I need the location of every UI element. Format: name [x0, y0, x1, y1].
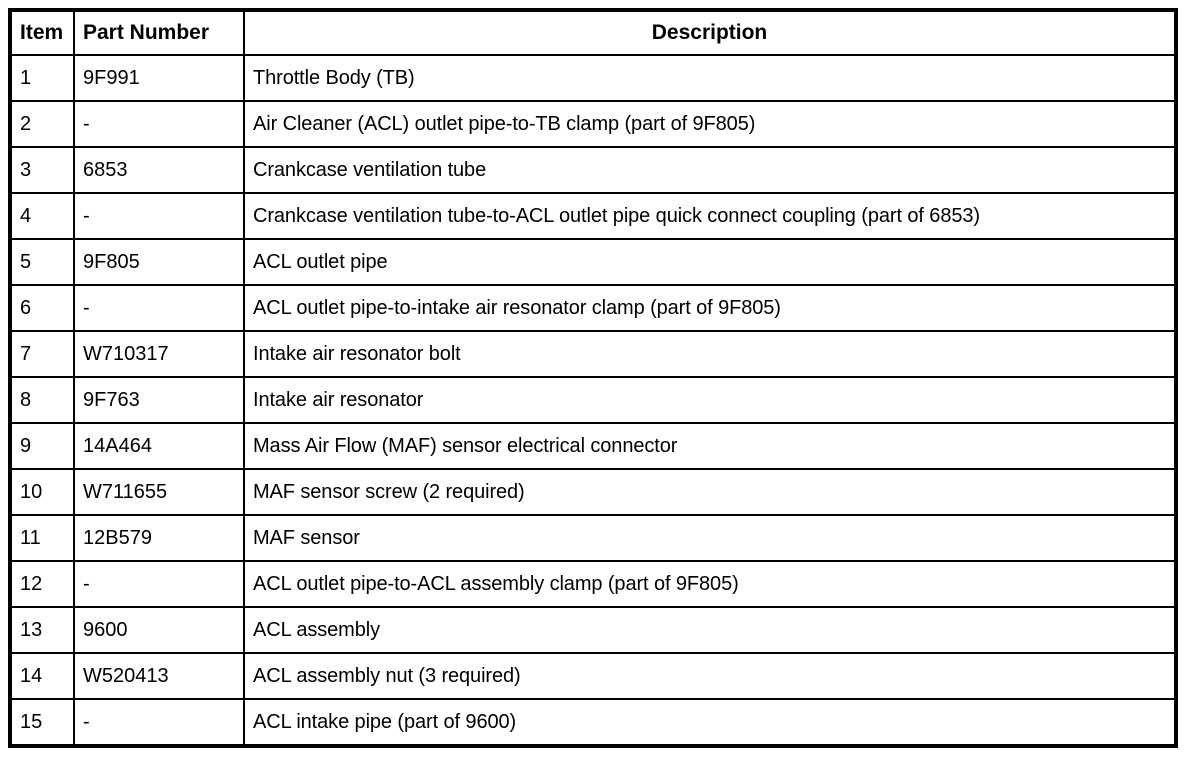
column-header-item: Item [9, 9, 75, 56]
cell-item: 6 [9, 284, 75, 332]
cell-part-number: W520413 [73, 652, 245, 700]
cell-item: 5 [9, 238, 75, 286]
cell-description: Throttle Body (TB) [243, 54, 1177, 102]
cell-description: ACL outlet pipe-to-intake air resonator … [243, 284, 1177, 332]
cell-description: Crankcase ventilation tube-to-ACL outlet… [243, 192, 1177, 240]
cell-part-number: W710317 [73, 330, 245, 378]
cell-part-number: 14A464 [73, 422, 245, 470]
cell-description: ACL assembly nut (3 required) [243, 652, 1177, 700]
cell-description: MAF sensor screw (2 required) [243, 468, 1177, 516]
cell-part-number: - [73, 192, 245, 240]
cell-part-number: 9F763 [73, 376, 245, 424]
cell-part-number: 9600 [73, 606, 245, 654]
cell-description: Intake air resonator [243, 376, 1177, 424]
table-row: 12-ACL outlet pipe-to-ACL assembly clamp… [9, 560, 1177, 608]
cell-item: 8 [9, 376, 75, 424]
cell-part-number: 6853 [73, 146, 245, 194]
cell-item: 1 [9, 54, 75, 102]
cell-part-number: - [73, 284, 245, 332]
cell-description: Crankcase ventilation tube [243, 146, 1177, 194]
cell-description: ACL assembly [243, 606, 1177, 654]
table-header: Item Part Number Description [9, 9, 1177, 56]
cell-item: 15 [9, 698, 75, 747]
cell-description: ACL outlet pipe-to-ACL assembly clamp (p… [243, 560, 1177, 608]
cell-description: Air Cleaner (ACL) outlet pipe-to-TB clam… [243, 100, 1177, 148]
cell-item: 7 [9, 330, 75, 378]
cell-item: 4 [9, 192, 75, 240]
cell-item: 9 [9, 422, 75, 470]
cell-part-number: 12B579 [73, 514, 245, 562]
cell-description: MAF sensor [243, 514, 1177, 562]
cell-item: 2 [9, 100, 75, 148]
cell-part-number: 9F805 [73, 238, 245, 286]
cell-item: 11 [9, 514, 75, 562]
cell-part-number: - [73, 698, 245, 747]
cell-item: 12 [9, 560, 75, 608]
column-header-description: Description [243, 9, 1177, 56]
column-header-part-number: Part Number [73, 9, 245, 56]
table-row: 15-ACL intake pipe (part of 9600) [9, 698, 1177, 747]
cell-item: 13 [9, 606, 75, 654]
cell-part-number: W711655 [73, 468, 245, 516]
cell-part-number: - [73, 560, 245, 608]
cell-item: 3 [9, 146, 75, 194]
cell-description: Mass Air Flow (MAF) sensor electrical co… [243, 422, 1177, 470]
cell-item: 10 [9, 468, 75, 516]
table-header-row: Item Part Number Description [9, 9, 1177, 56]
cell-description: Intake air resonator bolt [243, 330, 1177, 378]
cell-description: ACL intake pipe (part of 9600) [243, 698, 1177, 747]
cell-part-number: - [73, 100, 245, 148]
cell-item: 14 [9, 652, 75, 700]
table-row: 6-ACL outlet pipe-to-intake air resonato… [9, 284, 1177, 332]
table-row: 4-Crankcase ventilation tube-to-ACL outl… [9, 192, 1177, 240]
table-row: 2-Air Cleaner (ACL) outlet pipe-to-TB cl… [9, 100, 1177, 148]
cell-part-number: 9F991 [73, 54, 245, 102]
cell-description: ACL outlet pipe [243, 238, 1177, 286]
